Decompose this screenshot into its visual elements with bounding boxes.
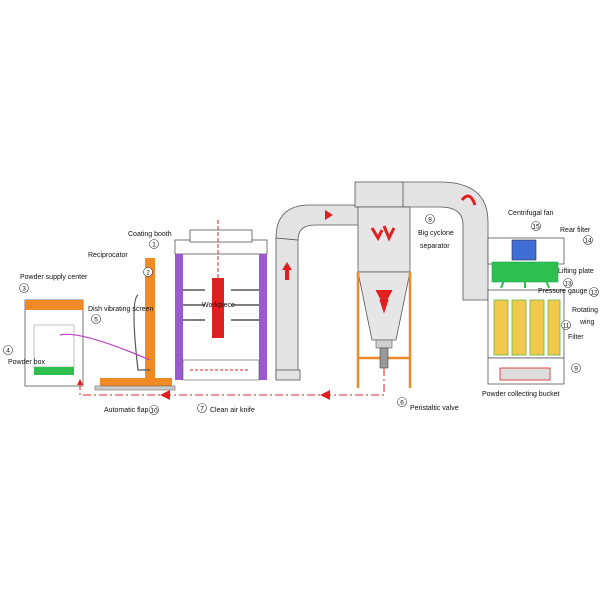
cyclone-top-plenum — [354, 181, 404, 208]
powder-collecting-bucket-shape — [499, 367, 551, 381]
ductwork — [275, 181, 489, 381]
callout-numbers: 1 2 3 4 5 6 7 8 9 10 11 12 13 14 15 — [6, 217, 598, 415]
label-lifting-plate: Lifting plate — [558, 268, 594, 275]
label-separator: separator — [420, 243, 450, 250]
callout-8-circle — [425, 214, 435, 224]
reciprocator-base — [100, 378, 172, 386]
callout-9: 9 — [574, 366, 578, 373]
callout-5: 5 — [94, 317, 98, 324]
callout-7-circle — [197, 403, 207, 413]
centrifugal-fan-motor — [511, 239, 537, 261]
return-arrow-1 — [320, 390, 330, 400]
filter-unit — [487, 237, 565, 385]
callout-8: 8 — [428, 217, 432, 224]
callout-6: 6 — [400, 400, 404, 407]
cyclone-swirl — [370, 225, 396, 242]
callout-11: 11 — [563, 323, 570, 330]
spray-guns — [183, 289, 259, 321]
reciprocator — [94, 258, 176, 391]
big-cyclone — [354, 181, 412, 388]
callout-1: 1 — [152, 242, 156, 249]
label-workpiece: Workpiece — [202, 302, 235, 309]
supply-cabinet-roof — [25, 300, 83, 310]
callout-10: 10 — [150, 408, 158, 415]
supply-hoses — [59, 333, 151, 361]
callout-9-circle — [571, 363, 581, 373]
filter-cartridge-4 — [547, 299, 561, 356]
return-line — [77, 368, 385, 400]
booth-left-wall — [175, 254, 183, 380]
callout-10-circle — [149, 405, 159, 415]
callout-2: 2 — [146, 270, 150, 277]
booth-elbow-duct — [275, 204, 363, 241]
label-pressure-gauge: Pressure gauge — [538, 288, 588, 295]
callout-7: 7 — [200, 406, 204, 413]
filter-cartridge-3 — [529, 299, 545, 356]
flow-arrow-outlet — [460, 194, 477, 206]
label-clean-air-knife: Clean air knife — [210, 407, 255, 414]
coating-booth — [174, 220, 268, 381]
callout-13: 13 — [564, 281, 572, 288]
callout-11-circle — [561, 320, 571, 330]
callout-15-circle — [531, 221, 541, 231]
label-coating-booth: Coating booth — [128, 231, 172, 238]
label-filter: Filter — [568, 334, 584, 341]
cyclone-body — [357, 206, 411, 273]
label-reciprocator: Reciprocator — [88, 252, 128, 259]
callout-3: 3 — [22, 286, 26, 293]
callout-13-circle — [563, 278, 573, 288]
riser-base — [275, 369, 301, 381]
filter-cartridge-2 — [511, 299, 527, 356]
supply-tray — [34, 367, 74, 375]
reciprocator-arm — [133, 294, 150, 371]
booth-riser-duct — [275, 237, 299, 379]
callout-6-circle — [397, 397, 407, 407]
label-peristaltic-valve: Peristaltic valve — [410, 405, 459, 412]
reciprocator-rail — [94, 385, 176, 391]
workpiece-shape — [212, 278, 224, 338]
label-wing: wing — [579, 319, 595, 326]
labels: Powder supply center Dish vibrating scre… — [8, 210, 598, 414]
flow-arrow-elbow — [325, 210, 333, 220]
cyclone-down-arrow — [375, 289, 393, 314]
label-powder-box: Powder box — [8, 359, 45, 366]
callout-14: 14 — [584, 238, 592, 245]
cyclone-outlet-duct — [399, 181, 489, 301]
callout-5-circle — [91, 314, 101, 324]
booth-top-hood — [189, 229, 253, 243]
reciprocator-column — [145, 258, 155, 382]
label-powder-collecting-bucket: Powder collecting bucket — [482, 391, 559, 398]
callout-2-circle — [143, 267, 153, 277]
label-centrifugal-fan: Centrifugal fan — [508, 210, 554, 217]
callout-12-circle — [589, 287, 599, 297]
label-automatic-flap: Automatic flap — [104, 407, 148, 414]
label-rotating: Rotating — [572, 307, 598, 314]
peristaltic-valve-body — [379, 347, 389, 369]
booth-right-wall — [259, 254, 267, 380]
callout-14-circle — [583, 235, 593, 245]
label-rear-filter: Rear filter — [560, 227, 591, 234]
callout-12: 12 — [590, 290, 598, 297]
cyclone-neck — [375, 339, 393, 349]
filter-cartridge-1 — [493, 299, 509, 356]
callouts — [3, 214, 599, 415]
filter-flow-arrows — [500, 277, 550, 289]
callout-15: 15 — [532, 224, 540, 231]
label-powder-supply-center: Powder supply center — [20, 274, 88, 281]
callout-1-circle — [149, 239, 159, 249]
flow-arrow-riser — [282, 262, 292, 280]
callout-4-circle — [3, 345, 13, 355]
callout-4: 4 — [6, 348, 10, 355]
powder-box-shape — [33, 324, 75, 368]
callout-3-circle — [19, 283, 29, 293]
label-big-cyclone: Big cyclone — [418, 230, 454, 237]
return-flow-line — [77, 368, 385, 396]
label-dish-vibrating-screen: Dish vibrating screen — [88, 306, 153, 313]
powder-supply-center — [24, 299, 151, 387]
return-arrow-2 — [160, 390, 170, 400]
